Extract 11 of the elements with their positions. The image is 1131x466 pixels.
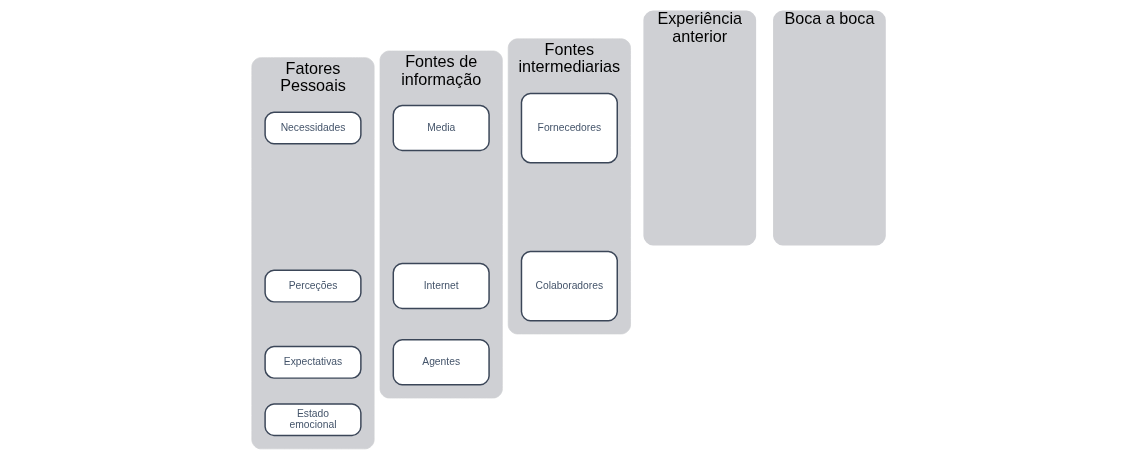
node-box: Perceções [264,269,362,303]
node-box: Necessidades [264,111,362,145]
node-box: Estado emocional [264,403,362,437]
node-box: Expectativas [264,345,362,379]
node-box: Media [392,104,490,152]
node-box: Boca a boca [773,10,886,246]
node-box: Agentes [392,339,490,386]
node-box: Colaboradores [520,250,618,322]
node-box: Internet [392,262,490,310]
node-box: Fornecedores [520,92,618,164]
node-box: Experiência anterior [643,10,757,246]
